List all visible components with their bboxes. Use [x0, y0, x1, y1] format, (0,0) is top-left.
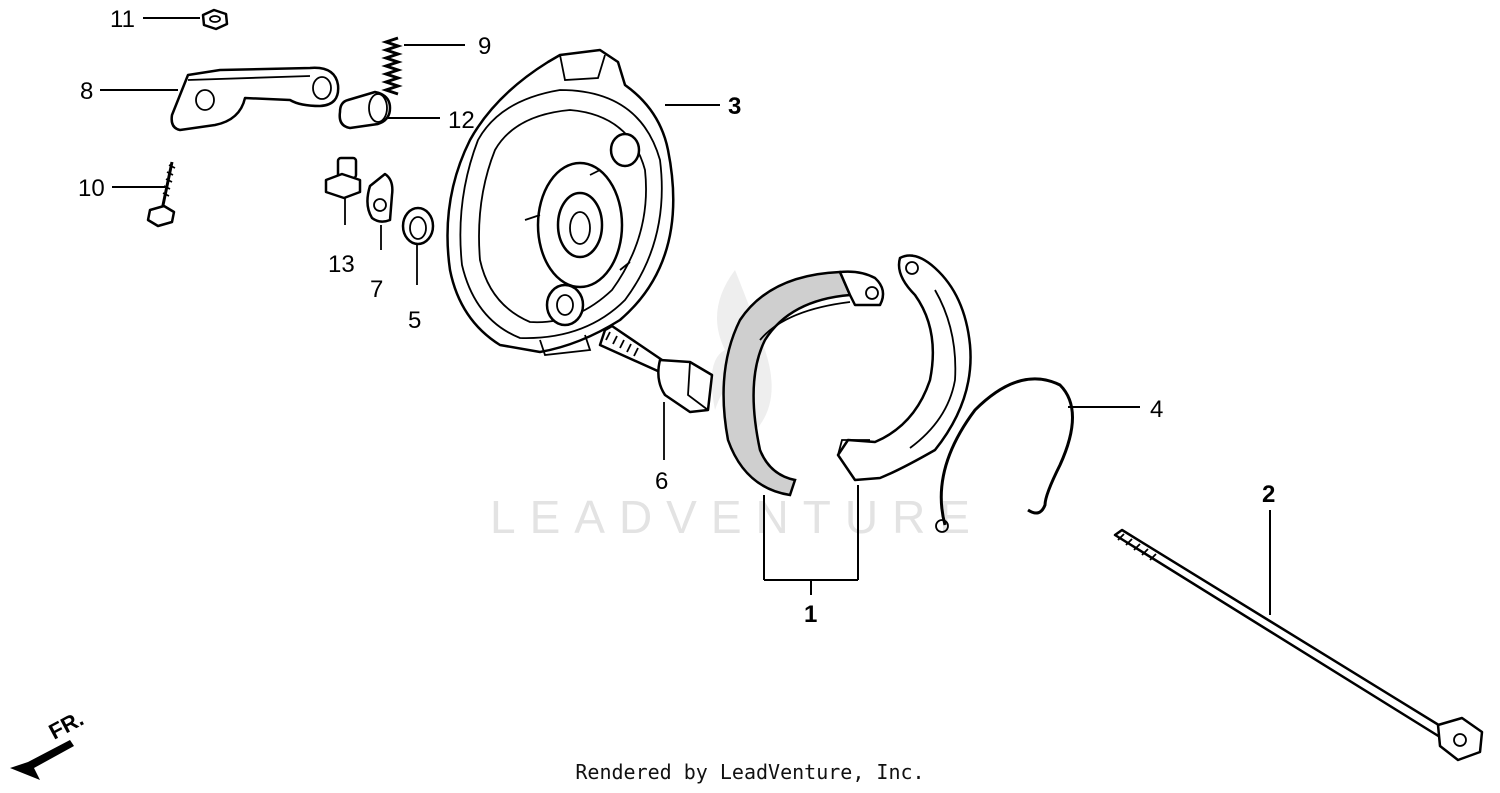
- part-11-nut: [201, 8, 229, 31]
- callout-3: 3: [728, 93, 741, 120]
- part-6-cam-shaft: [598, 324, 714, 460]
- callout-10: 10: [78, 175, 105, 202]
- part-12-pin: [338, 90, 392, 130]
- part-4-spring-clip: [935, 377, 1074, 533]
- watermark-text: LEADVENTURE: [490, 491, 984, 543]
- callout-7: 7: [370, 276, 383, 303]
- watermark: LEADVENTURE: [490, 270, 984, 543]
- callout-4: 4: [1150, 396, 1163, 423]
- part-7-plate: [366, 172, 394, 250]
- callout-5: 5: [408, 307, 421, 334]
- callout-13: 13: [328, 251, 355, 278]
- part-8-brake-arm: [170, 66, 340, 132]
- callout-12: 12: [448, 107, 475, 134]
- callout-2: 2: [1262, 481, 1275, 508]
- part-3-brake-panel: [446, 48, 675, 356]
- part-10-bolt: [146, 161, 176, 228]
- callout-9: 9: [478, 33, 491, 60]
- direction-label: FR.: [45, 706, 88, 745]
- callout-1: 1: [804, 601, 817, 628]
- part-2-axle-bolt: [1113, 510, 1484, 762]
- part-1-brake-shoes: [722, 254, 972, 595]
- part-13-nipple: [324, 156, 362, 225]
- footer-credit: Rendered by LeadVenture, Inc.: [575, 760, 925, 784]
- part-9-spring: [381, 36, 403, 96]
- part-5-seal: [401, 206, 435, 285]
- callout-11: 11: [110, 6, 135, 33]
- callout-6: 6: [655, 468, 668, 495]
- callout-8: 8: [80, 78, 93, 105]
